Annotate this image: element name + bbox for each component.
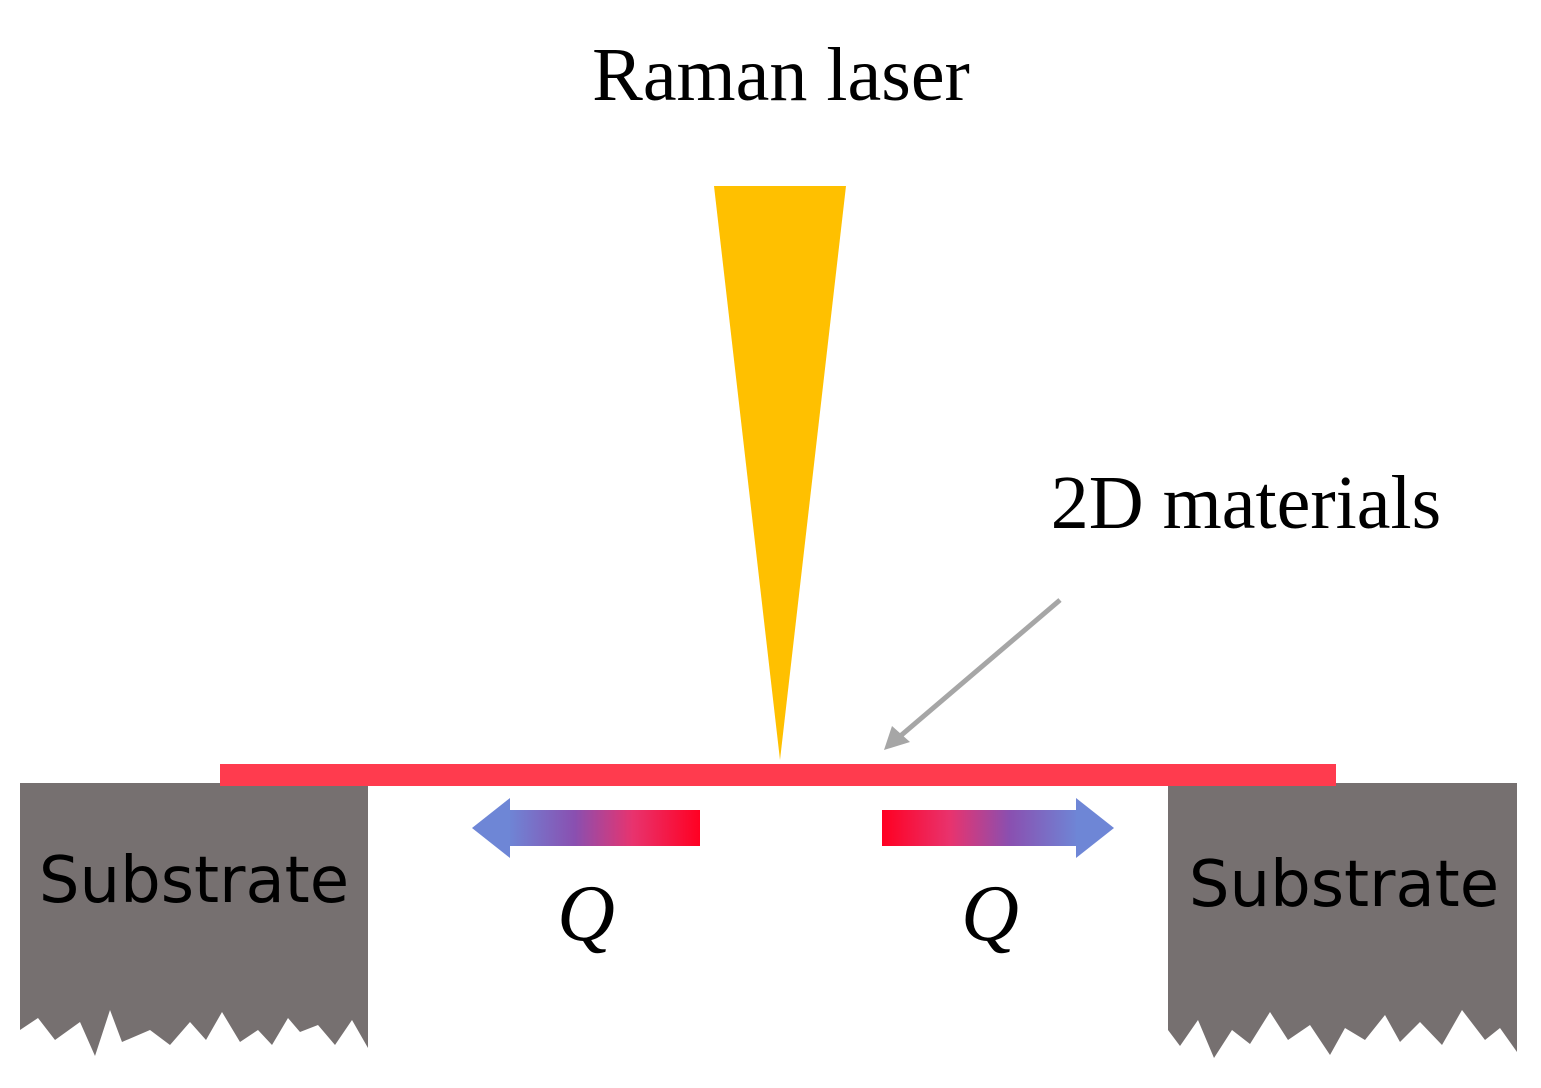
material-label: 2D materials — [1051, 461, 1441, 545]
substrate-right — [1168, 783, 1517, 1058]
substrate-left — [20, 783, 368, 1056]
material-layer — [220, 764, 1336, 786]
heat-label-left: Q — [557, 870, 615, 958]
pointer-arrow-icon — [884, 598, 1062, 750]
laser-beam — [714, 186, 846, 760]
heat-label-right: Q — [961, 870, 1019, 958]
gradient-arrow-icon-left — [472, 798, 700, 858]
substrate-label-left: Substrate — [39, 844, 349, 918]
gradient-arrow-icon-right — [882, 798, 1114, 858]
laser-label: Raman laser — [592, 33, 970, 117]
substrate-label-right: Substrate — [1189, 848, 1499, 922]
